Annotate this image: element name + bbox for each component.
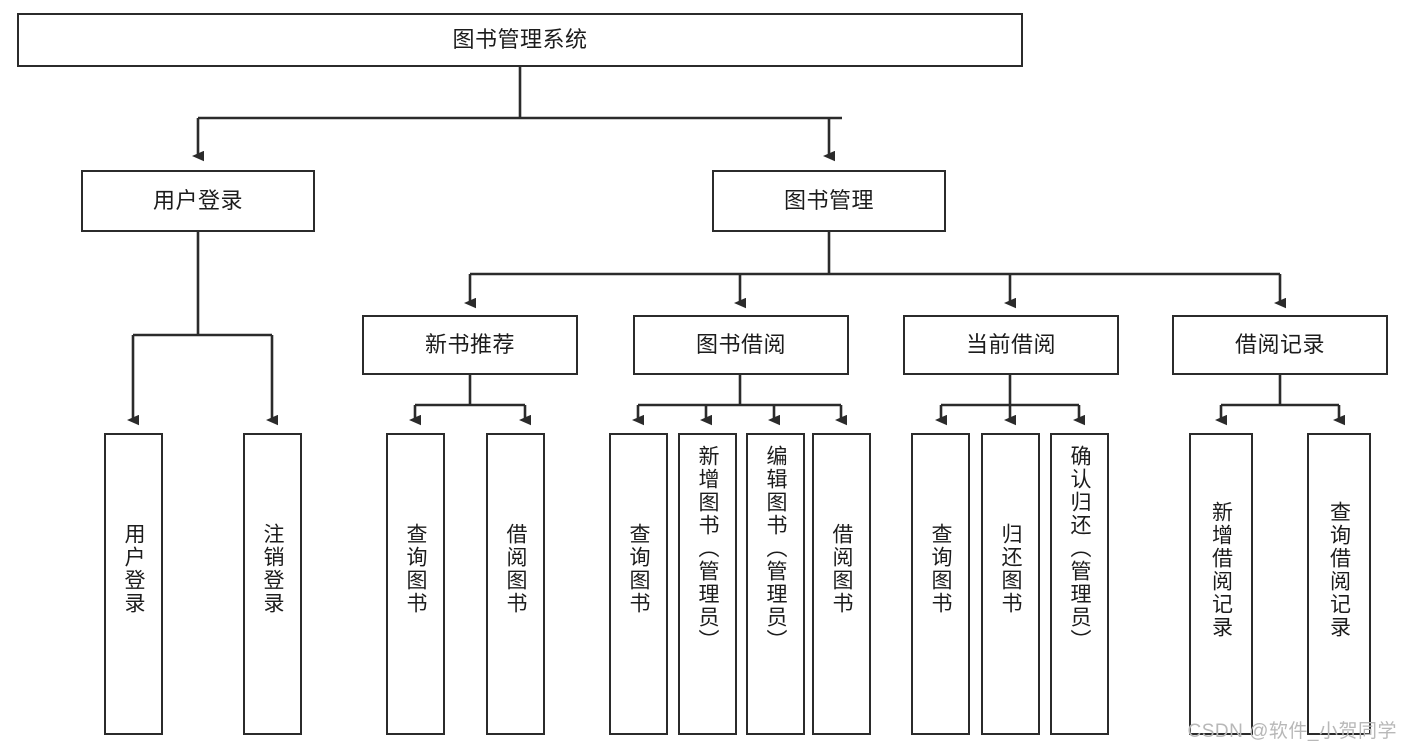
node-leaf-query-record-label: 查询借阅记录 [1327, 501, 1351, 639]
node-leaf-return-book[interactable]: 归还图书 [981, 433, 1040, 735]
node-leaf-query-book-2-label: 查询图书 [627, 523, 650, 615]
node-book-borrow[interactable]: 图书借阅 [633, 315, 849, 375]
node-leaf-query-book-3-label: 查询图书 [929, 523, 952, 615]
node-root[interactable]: 图书管理系统 [17, 13, 1023, 67]
node-leaf-add-record-label: 新增借阅记录 [1209, 501, 1233, 639]
node-leaf-borrow-book-1[interactable]: 借阅图书 [486, 433, 545, 735]
edges-book-borrow [632, 375, 847, 426]
node-new-book-rec[interactable]: 新书推荐 [362, 315, 578, 375]
edges-borrow-record [1215, 375, 1345, 426]
node-leaf-confirm-return-admin-label: 确认归还（管理员） [1068, 445, 1091, 652]
node-current-borrow-label: 当前借阅 [965, 332, 1056, 358]
node-leaf-borrow-book-2-label: 借阅图书 [830, 523, 853, 615]
node-leaf-borrow-book-1-label: 借阅图书 [504, 523, 527, 615]
node-leaf-query-book-1[interactable]: 查询图书 [386, 433, 445, 735]
node-book-borrow-label: 图书借阅 [695, 332, 786, 358]
node-leaf-edit-book-admin-label: 编辑图书（管理员） [764, 445, 787, 652]
node-leaf-confirm-return-admin[interactable]: 确认归还（管理员） [1050, 433, 1109, 735]
node-leaf-query-book-2[interactable]: 查询图书 [609, 433, 668, 735]
node-leaf-return-book-label: 归还图书 [999, 523, 1022, 615]
node-leaf-query-record[interactable]: 查询借阅记录 [1307, 433, 1371, 735]
watermark-label: CSDN @软件_小贺同学 [1187, 721, 1397, 742]
node-leaf-user-login-label: 用户登录 [122, 523, 145, 615]
edges-current-borrow [935, 375, 1085, 426]
node-borrow-record[interactable]: 借阅记录 [1172, 315, 1388, 375]
node-leaf-add-record[interactable]: 新增借阅记录 [1189, 433, 1253, 735]
node-leaf-user-login[interactable]: 用户登录 [104, 433, 163, 735]
node-leaf-add-book-admin[interactable]: 新增图书（管理员） [678, 433, 737, 735]
node-leaf-borrow-book-2[interactable]: 借阅图书 [812, 433, 871, 735]
edges-user-login [127, 232, 278, 426]
edges-root [192, 67, 842, 162]
node-leaf-logout[interactable]: 注销登录 [243, 433, 302, 735]
node-borrow-record-label: 借阅记录 [1234, 332, 1325, 358]
node-leaf-query-book-1-label: 查询图书 [404, 523, 427, 615]
node-book-manage[interactable]: 图书管理 [712, 170, 946, 232]
node-current-borrow[interactable]: 当前借阅 [903, 315, 1119, 375]
node-user-login-label: 用户登录 [152, 188, 243, 214]
edges-book-manage [464, 232, 1286, 309]
edges-new-book-rec [409, 375, 531, 426]
node-book-manage-label: 图书管理 [783, 188, 874, 214]
node-new-book-rec-label: 新书推荐 [424, 332, 515, 358]
node-user-login[interactable]: 用户登录 [81, 170, 315, 232]
node-leaf-add-book-admin-label: 新增图书（管理员） [696, 445, 719, 652]
node-leaf-query-book-3[interactable]: 查询图书 [911, 433, 970, 735]
node-root-label: 图书管理系统 [452, 27, 588, 53]
node-leaf-edit-book-admin[interactable]: 编辑图书（管理员） [746, 433, 805, 735]
node-leaf-logout-label: 注销登录 [261, 523, 284, 615]
